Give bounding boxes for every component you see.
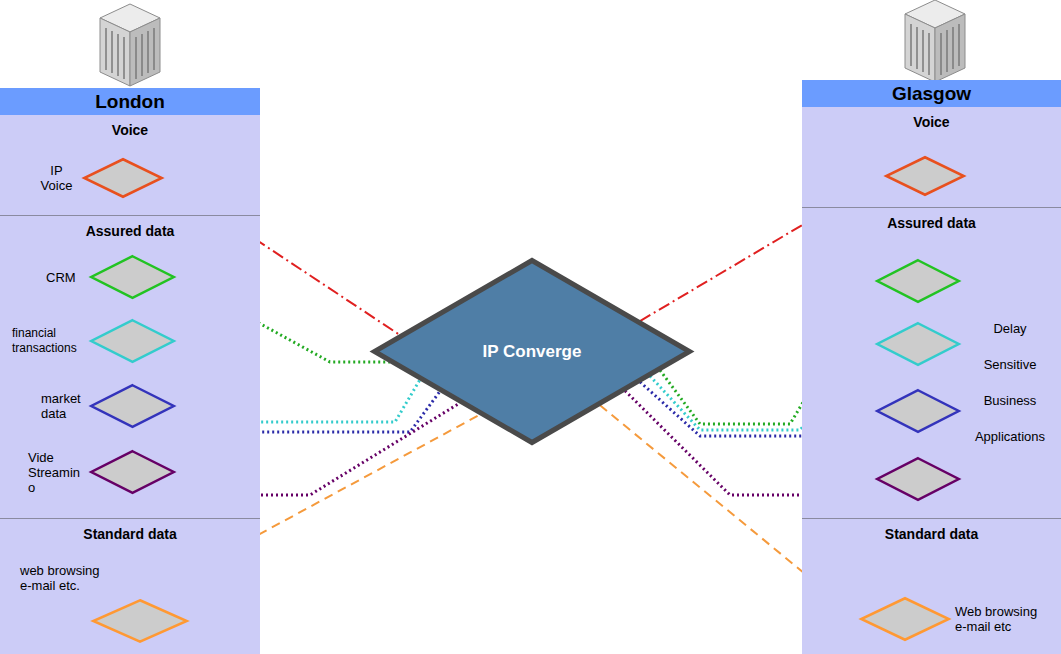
diamond-outline xyxy=(90,255,175,299)
application-diamond: Vide Streamin o xyxy=(90,450,175,494)
diamond-shape xyxy=(877,458,959,500)
building-windows xyxy=(911,24,959,75)
class-band: Web browsing e-mail etc Standard data xyxy=(802,518,1061,654)
application-label: CRM xyxy=(46,270,86,285)
application-diamond xyxy=(876,389,960,433)
application-diamond: market data xyxy=(90,384,175,428)
application-label: financial transactions xyxy=(12,326,86,356)
application-label: IP Voice xyxy=(34,163,79,193)
diamond-shape xyxy=(877,260,959,302)
diamond-shape xyxy=(91,451,174,493)
diamond-shape xyxy=(91,256,174,298)
application-diamond xyxy=(876,259,960,303)
diamond-shape xyxy=(861,598,949,640)
band-title: Assured data xyxy=(0,223,260,239)
diamond-outline xyxy=(876,322,960,366)
diamond-outline xyxy=(90,384,175,428)
application-label: Web browsing e-mail etc xyxy=(955,604,1050,634)
class-band: CRMfinancial transactionsmarket dataVide… xyxy=(0,215,260,518)
band-title: Standard data xyxy=(802,526,1061,542)
band-title: Voice xyxy=(802,114,1061,130)
class-band: Voice xyxy=(802,107,1061,207)
diamond-shape xyxy=(91,385,174,427)
diamond-shape xyxy=(84,159,162,197)
diamond-outline xyxy=(92,599,188,643)
diamond-shape xyxy=(877,390,959,432)
class-band: IP Voice Voice xyxy=(0,115,260,215)
hub-diamond: IP Converge xyxy=(372,258,692,445)
diamond-outline xyxy=(90,319,175,363)
application-label: web browsing e-mail etc. xyxy=(20,563,112,593)
site-header: London xyxy=(0,88,260,115)
diamond-shape xyxy=(877,323,959,365)
diamond-shape xyxy=(91,320,174,362)
band-title: Voice xyxy=(0,122,260,138)
diamond-outline xyxy=(876,259,960,303)
diamond-outline xyxy=(876,389,960,433)
diamond-outline xyxy=(860,597,950,641)
application-diamond: Web browsing e-mail etc xyxy=(860,597,950,641)
building-windows xyxy=(106,28,154,79)
building-face xyxy=(935,14,965,82)
building-icon xyxy=(905,0,965,82)
site-panel: IP VoiceVoiceCRMfinancial transactionsma… xyxy=(0,88,260,654)
application-diamond xyxy=(876,322,960,366)
site-header: Glasgow xyxy=(802,80,1061,107)
building-face xyxy=(100,18,130,86)
side-note: Delay Sensitive Business Applications xyxy=(970,311,1050,455)
application-diamond xyxy=(876,457,960,501)
building-face xyxy=(130,18,160,86)
band-title: Assured data xyxy=(802,215,1061,231)
diamond-outline xyxy=(83,158,163,198)
application-diamond: IP Voice xyxy=(83,158,163,198)
diamond-outline xyxy=(876,457,960,501)
diamond-shape xyxy=(886,157,964,195)
diamond-shape xyxy=(93,600,187,642)
band-title: Standard data xyxy=(0,526,260,542)
application-label: market data xyxy=(41,391,86,421)
building-icon xyxy=(100,4,160,86)
application-label: Vide Streamin o xyxy=(28,450,86,495)
application-diamond: CRM xyxy=(90,255,175,299)
diamond-outline xyxy=(885,156,965,196)
hub-label: IP Converge xyxy=(372,258,692,445)
class-band: web browsing e-mail etc. Standard data xyxy=(0,518,260,654)
application-diamond xyxy=(885,156,965,196)
application-diamond: financial transactions xyxy=(90,319,175,363)
application-diamond: web browsing e-mail etc. xyxy=(92,599,188,643)
building-face xyxy=(905,14,935,82)
diamond-outline xyxy=(90,450,175,494)
